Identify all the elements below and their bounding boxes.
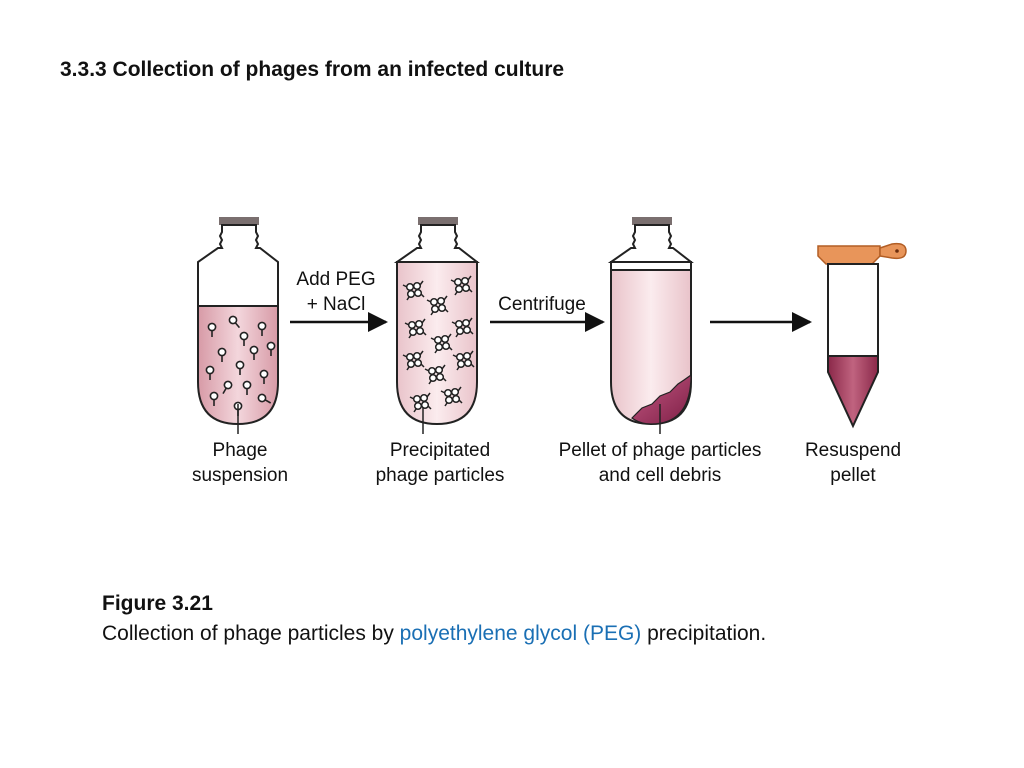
tube-resuspended	[817, 242, 907, 429]
bottle-precipitated	[393, 217, 480, 434]
arrow-label-centrifuge: Centrifuge	[498, 294, 586, 315]
section-title: 3.3.3 Collection of phages from an infec…	[60, 58, 565, 81]
step-label-resuspend-pellet: pellet	[830, 465, 876, 486]
pellet	[631, 373, 692, 425]
arrow-add-peg: Add PEG + NaCl	[290, 269, 388, 332]
step-label-cell-debris: and cell debris	[599, 465, 722, 486]
step-label-pellet: Pellet of phage particles	[559, 440, 762, 461]
arrow-centrifuge: Centrifuge	[490, 294, 605, 332]
arrow-label-nacl: + NaCl	[307, 294, 366, 315]
bottle-phage-suspension	[197, 217, 279, 434]
step-label-precipitated: Precipitated	[390, 440, 490, 461]
bottle-cap	[219, 217, 259, 225]
peg-link[interactable]: polyethylene glycol (PEG)	[399, 622, 642, 645]
figure-caption: Collection of phage particles by polyeth…	[102, 622, 766, 646]
step-label-suspension: suspension	[192, 465, 288, 486]
caption-text-end: precipitation.	[641, 622, 767, 645]
step-label-resuspend: Resuspend	[805, 440, 901, 461]
resuspended-liquid	[827, 355, 879, 429]
bottle-cap	[632, 217, 672, 225]
figure-label: Figure 3.21	[102, 592, 213, 615]
arrow-label-add-peg: Add PEG	[296, 269, 375, 290]
tube-cap	[817, 245, 881, 265]
step-label-phage: Phage	[213, 440, 268, 461]
bottle-pellet	[607, 217, 694, 434]
bottle-cap	[418, 217, 458, 225]
step-label-phage-particles: phage particles	[376, 465, 505, 486]
caption-text: Collection of phage particles by	[102, 622, 400, 645]
tube-hinge	[879, 242, 907, 260]
